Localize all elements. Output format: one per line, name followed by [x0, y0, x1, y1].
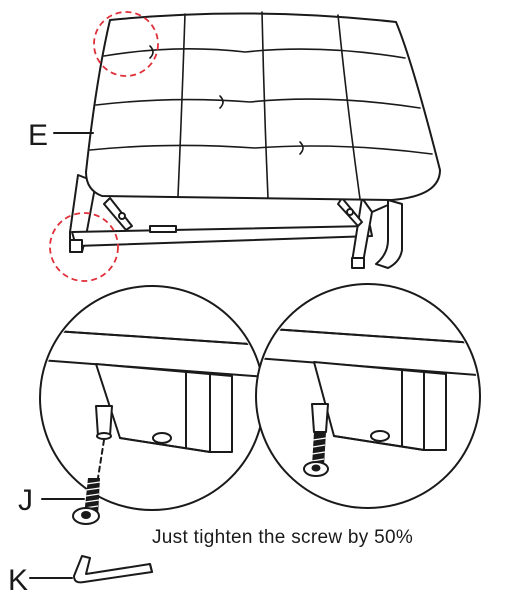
- label-e: E: [28, 119, 48, 152]
- guide-dash: [97, 439, 105, 479]
- detail-circle-after: [255, 283, 481, 509]
- detail-circle-before: [39, 285, 265, 511]
- cushion-e: [85, 11, 441, 201]
- highlight-circle-top: [93, 11, 159, 77]
- highlight-circle-leg: [49, 212, 119, 282]
- label-k: K: [8, 564, 28, 597]
- allen-key-k: [73, 555, 153, 584]
- instruction-text: Just tighten the screw by 50%: [152, 527, 413, 548]
- ottoman-assembly: E: [28, 11, 441, 282]
- label-j: J: [18, 484, 33, 517]
- ottoman-frame: [69, 174, 403, 269]
- screw-j: [72, 478, 101, 525]
- screw-half-tightened: [303, 432, 329, 477]
